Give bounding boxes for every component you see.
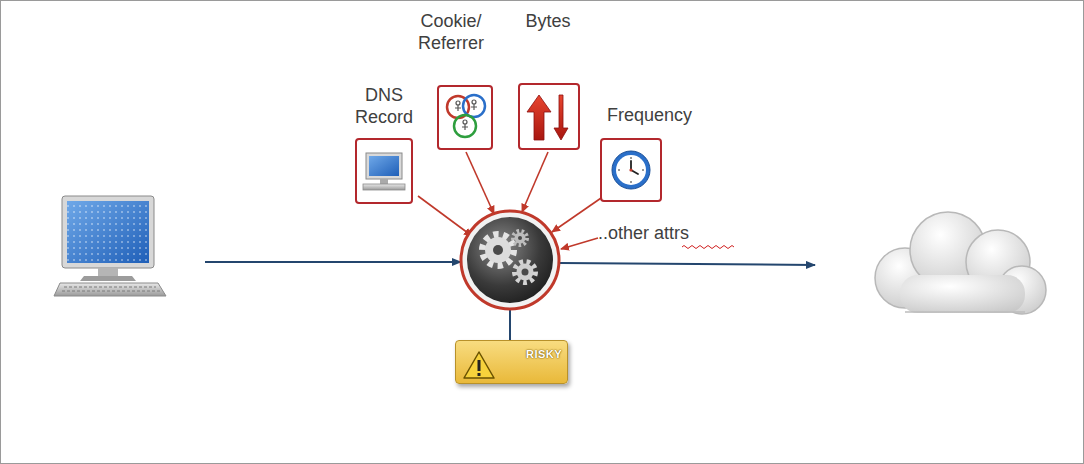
- icon-frame: [437, 85, 493, 150]
- cookie-icon-box: Cookie/ Referrer: [405, 10, 497, 150]
- risky-badge: RISKY: [455, 340, 568, 384]
- monitor-icon: [363, 153, 405, 190]
- icon-frame: [518, 83, 580, 150]
- icon-label: Bytes: [508, 10, 588, 32]
- bytes-arrows-icon: [527, 95, 568, 140]
- icon-label: DNS Record: [347, 84, 421, 128]
- icon-frame: [600, 138, 662, 202]
- icon-label: Cookie/ Referrer: [405, 10, 497, 54]
- cookie-circles-icon: [447, 95, 485, 137]
- computer-icon: [54, 196, 166, 296]
- badge-label: RISKY: [526, 348, 562, 361]
- risk-link: [509, 308, 511, 340]
- icon-frame: [355, 138, 413, 204]
- frequency-icon-box: Frequency: [598, 104, 722, 202]
- cloud-icon: [875, 212, 1046, 314]
- bytes-icon-box: Bytes: [508, 10, 588, 150]
- spell-squiggle: [682, 246, 734, 249]
- clock-icon: [612, 151, 650, 189]
- annotation-text: ..other attrs: [598, 222, 689, 244]
- engine-gears: [461, 211, 559, 309]
- warning-triangle: [462, 350, 496, 380]
- flow-arrow: [205, 261, 461, 263]
- flow-arrow: [560, 263, 815, 265]
- icon-label: Frequency: [598, 104, 722, 126]
- dns-icon-box: DNS Record: [347, 84, 421, 204]
